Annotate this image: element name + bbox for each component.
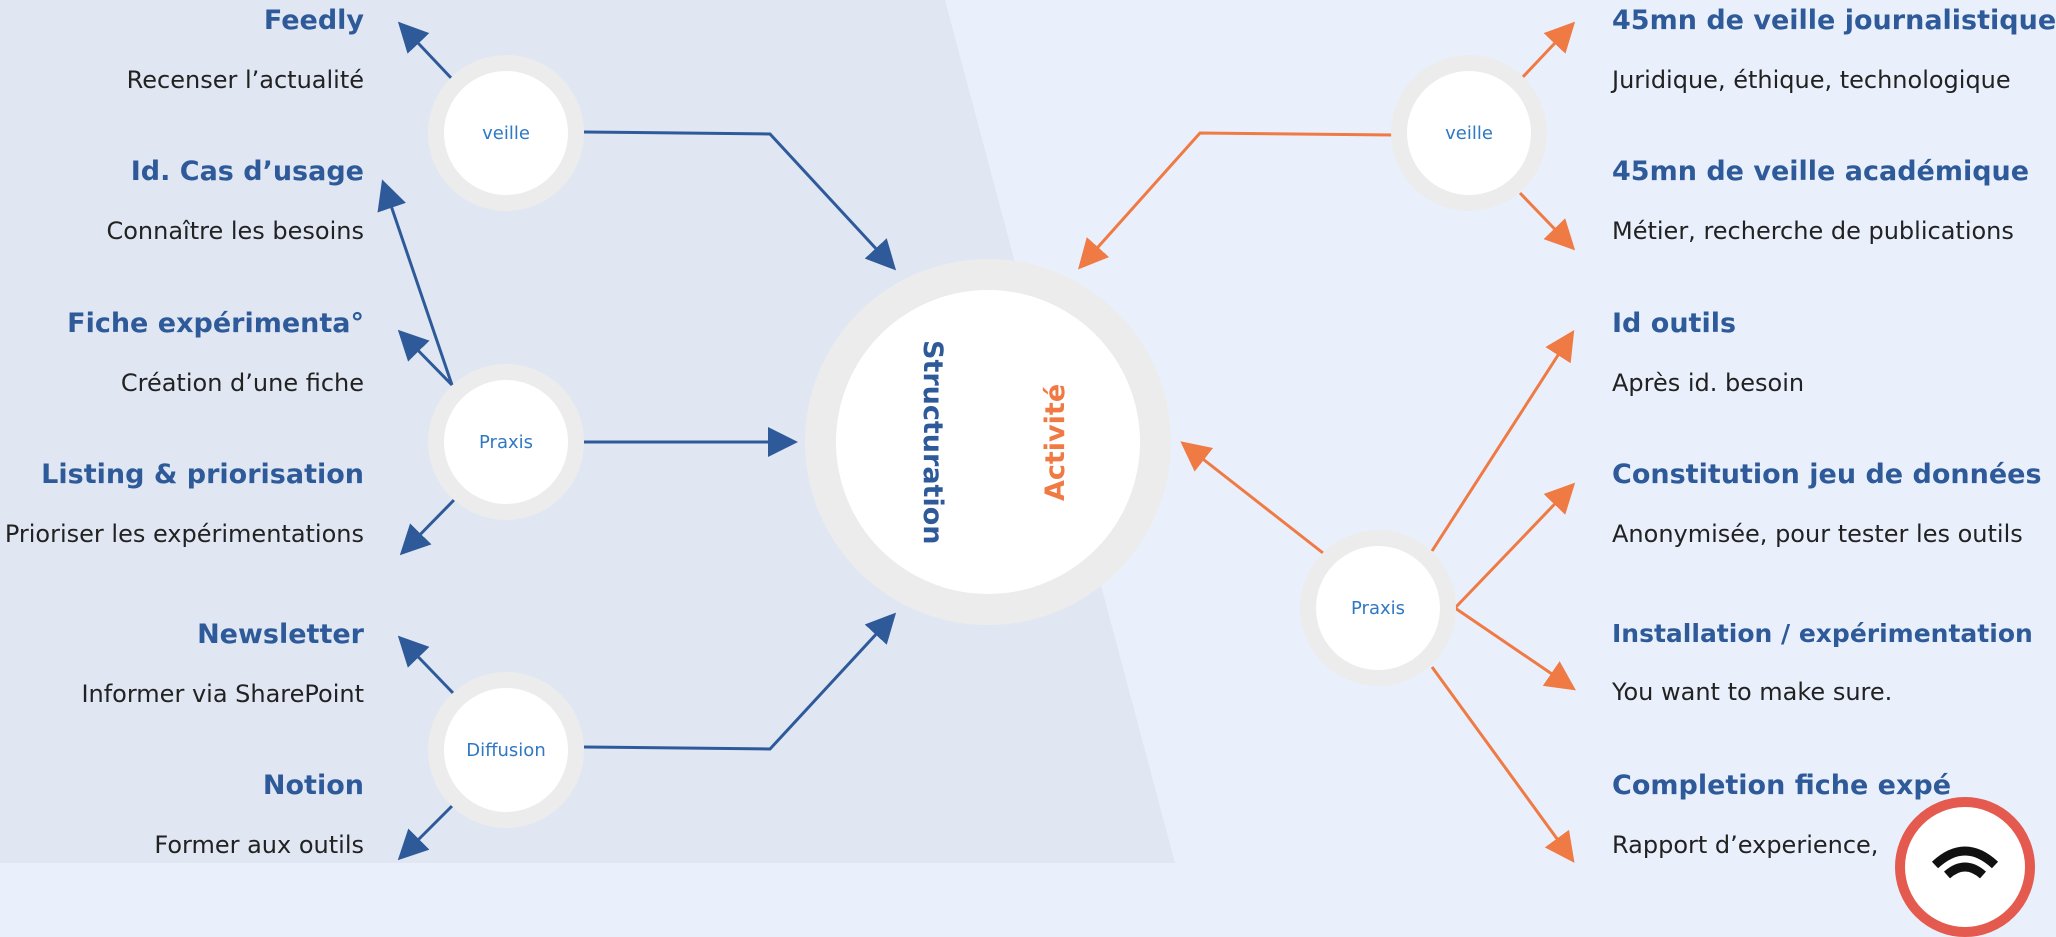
item-desc: Recenser l’actualité — [126, 66, 364, 94]
item-desc: Juridique, éthique, technologique — [1612, 66, 2011, 94]
left-item-notion: Notion Former aux outils — [154, 770, 364, 859]
diagram-canvas — [0, 0, 1576, 863]
right-item-veille-journalistique: 45mn de veille journalistique Juridique,… — [1612, 5, 2056, 94]
node-left-praxis[interactable]: Praxis — [428, 364, 584, 520]
connector-right-veille-center — [1078, 131, 1394, 270]
center-label-structuration: Structuration — [917, 339, 948, 545]
item-title: Id. Cas d’usage — [130, 156, 364, 187]
item-desc: Connaître les besoins — [106, 217, 364, 245]
item-title: Completion fiche expé — [1612, 770, 1952, 801]
node-left-veille[interactable]: veille — [428, 55, 584, 211]
item-desc: Création d’une fiche — [120, 369, 364, 397]
item-title: Notion — [262, 770, 364, 801]
connector-to-newsletter — [397, 635, 455, 695]
item-desc: Après id. besoin — [1612, 369, 1805, 397]
connector-right-praxis-center — [1180, 441, 1324, 555]
corner-logo-icon — [1895, 797, 2035, 937]
left-background-panel — [0, 0, 1175, 863]
left-item-newsletter: Newsletter Informer via SharePoint — [81, 619, 364, 708]
connector-left-veille-center — [583, 130, 897, 271]
left-item-fiche-experimentation: Fiche expérimenta° Création d’une fiche — [67, 308, 364, 397]
connector-to-fiche-experimentation — [397, 329, 454, 387]
left-item-cas-usage: Id. Cas d’usage Connaître les besoins — [106, 156, 364, 245]
connector-left-diffusion-center — [583, 612, 897, 751]
item-title: Feedly — [263, 5, 364, 36]
connector-to-installation — [1454, 606, 1576, 691]
item-desc: You want to make sure. — [1612, 678, 1893, 706]
node-right-veille[interactable]: veille — [1391, 55, 1547, 211]
center-circle — [836, 290, 1140, 594]
item-title: 45mn de veille journalistique — [1612, 5, 2056, 36]
item-desc: Métier, recherche de publications — [1612, 217, 2014, 245]
item-desc: Rapport d’experience, — [1612, 831, 1879, 859]
connector-to-listing — [399, 498, 456, 556]
center-label-activite: Activité — [1040, 383, 1071, 501]
right-item-jeu-donnees: Constitution jeu de données Anonymisée, … — [1612, 459, 2042, 548]
item-title: Installation / expérimentation — [1612, 619, 2033, 648]
item-desc: Anonymisée, pour tester les outils — [1612, 520, 2023, 548]
left-item-listing: Listing & priorisation Prioriser les exp… — [5, 459, 364, 548]
right-item-installation: Installation / expérimentation You want … — [1612, 619, 2033, 706]
right-item-veille-academique: 45mn de veille académique Métier, recher… — [1612, 156, 2029, 245]
node-left-diffusion[interactable]: Diffusion — [428, 672, 584, 828]
item-desc: Former aux outils — [154, 831, 364, 859]
item-title: Constitution jeu de données — [1612, 459, 2042, 490]
right-item-id-outils: Id outils Après id. besoin — [1612, 308, 1804, 397]
connector-to-id-outils — [1430, 329, 1575, 552]
connector-to-completion — [1430, 666, 1575, 863]
item-title: Listing & priorisation — [41, 459, 364, 490]
connector-to-veille-journalistique — [1518, 21, 1576, 82]
node-right-praxis[interactable]: Praxis — [1300, 530, 1456, 686]
connector-to-veille-academique — [1518, 191, 1576, 251]
right-item-completion: Completion fiche expé Rapport d’experien… — [1612, 770, 1951, 859]
connector-to-cas-usage — [377, 179, 454, 386]
connector-to-notion — [397, 803, 455, 861]
connector-to-jeu-donnees — [1453, 482, 1576, 610]
item-desc: Informer via SharePoint — [81, 680, 364, 708]
item-desc: Prioriser les expérimentations — [4, 520, 364, 548]
wifi-logo-icon — [1931, 846, 1999, 879]
item-title: Newsletter — [197, 619, 364, 650]
connector-to-feedly — [397, 21, 455, 82]
item-title: Fiche expérimenta° — [67, 308, 364, 339]
item-title: 45mn de veille académique — [1612, 156, 2030, 187]
item-title: Id outils — [1612, 308, 1737, 339]
left-item-feedly: Feedly Recenser l’actualité — [127, 5, 364, 94]
